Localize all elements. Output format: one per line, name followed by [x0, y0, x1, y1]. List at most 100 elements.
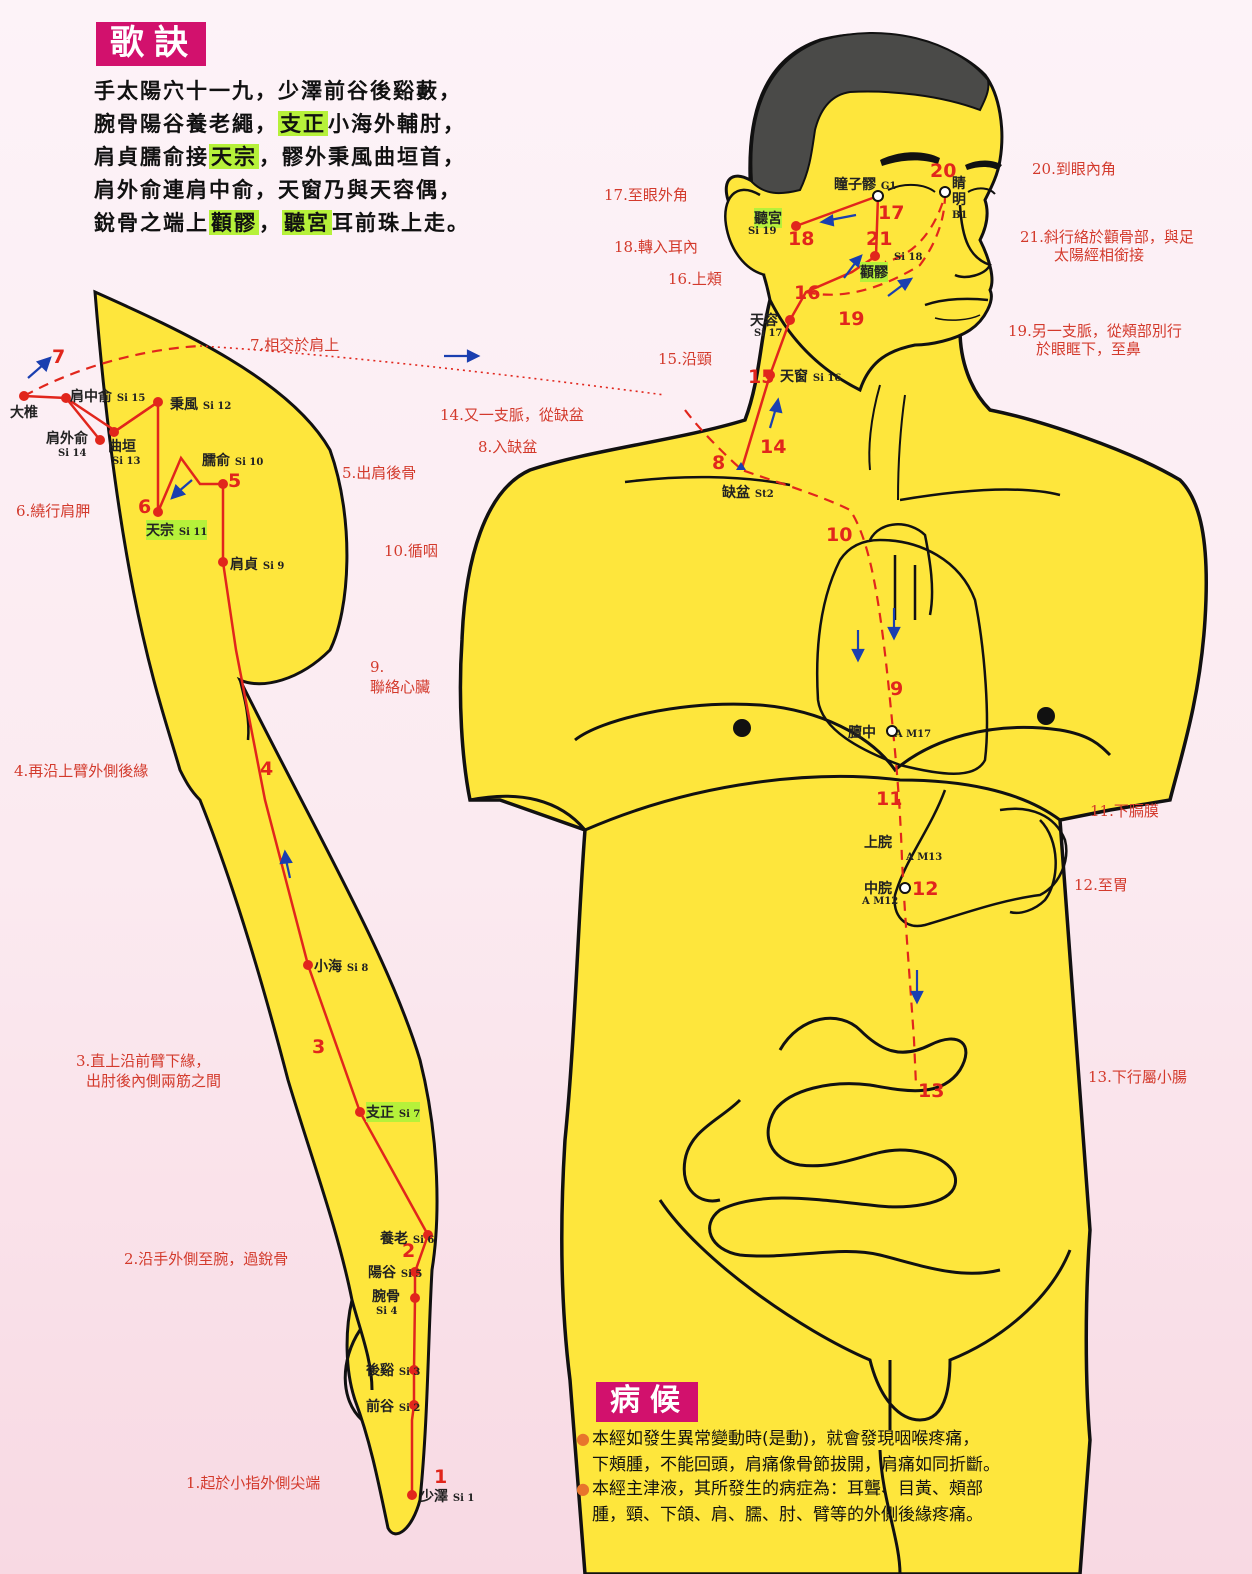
- point-si10: 臑俞 Si 10: [202, 450, 263, 470]
- symptoms-line-4: 腫，頸、下頜、肩、臑、肘、臂等的外側後緣疼痛。: [592, 1502, 983, 1528]
- point-si3: 後谿 Si 3: [366, 1360, 420, 1380]
- step-number: 13: [918, 1080, 944, 1102]
- point-si8: 小海 Si 8: [314, 956, 368, 976]
- point-dazhui: 大椎: [10, 402, 38, 422]
- step-number: 1: [434, 1466, 447, 1488]
- point-si18-code: Si 18: [894, 252, 922, 263]
- symptoms-line-3: ●本經主津液，其所發生的病症為：耳聾、目黃、頰部: [576, 1476, 983, 1502]
- note-8: 8.入缺盆: [478, 436, 537, 457]
- verse-text: 手太陽穴十一九，少澤前谷後谿藪，: [94, 78, 462, 103]
- note-4: 4.再沿上臂外側後緣: [14, 760, 148, 781]
- verse-title: 歌訣: [96, 22, 206, 66]
- bullet-icon: ●: [576, 1479, 590, 1498]
- point-si17-code: Si 17: [754, 328, 782, 339]
- point-si19-code: Si 19: [748, 226, 776, 237]
- point-quepen: 缺盆 St2: [722, 482, 774, 502]
- point-zhongwan-code: A M12: [862, 896, 898, 907]
- point-jingming-code: B1: [952, 210, 967, 221]
- note-10: 10.循咽: [384, 540, 438, 561]
- point-si13-code: Si 13: [112, 456, 140, 467]
- point-si4-code: Si 4: [376, 1306, 397, 1317]
- verse-line: 手太陽穴十一九，少澤前谷後谿藪，: [94, 74, 462, 107]
- verse-line: 腕骨陽谷養老繩，支正小海外輔肘，: [94, 107, 466, 140]
- note-12: 12.至胃: [1074, 874, 1128, 895]
- point-si14-code: Si 14: [58, 448, 86, 459]
- point-si13-name: 曲垣: [108, 436, 136, 456]
- point-si15: 肩中俞 Si 15: [70, 386, 145, 406]
- point-si9: 肩貞 Si 9: [230, 554, 284, 574]
- step-number: 18: [788, 228, 814, 250]
- point-danzhong: 膻中 A M17: [848, 722, 931, 742]
- note-13: 13.下行屬小腸: [1088, 1066, 1187, 1087]
- note-3a: 3.直上沿前臂下緣，: [76, 1050, 210, 1071]
- point-shangwan-name: 上脘: [864, 832, 892, 852]
- note-20: 20.到眼內角: [1032, 158, 1116, 179]
- verse-text: 肩貞臑俞接: [94, 144, 209, 169]
- verse-highlight: 聽宮: [282, 210, 332, 235]
- verse-highlight: 顴髎: [209, 210, 259, 235]
- point-si12: 秉風 Si 12: [170, 394, 231, 414]
- verse-line: 銳骨之端上顴髎，聽宮耳前珠上走。: [94, 206, 470, 239]
- note-1: 1.起於小指外側尖端: [186, 1472, 320, 1493]
- point-shangwan-code: A M13: [906, 852, 942, 863]
- point-si4-name: 腕骨: [372, 1286, 400, 1306]
- step-number: 3: [312, 1036, 325, 1058]
- verse-text: 肩外俞連肩中俞，天窗乃與天容偶，: [94, 177, 462, 202]
- point-si6: 養老 Si 6: [380, 1228, 434, 1248]
- note-6: 6.繞行肩胛: [16, 500, 90, 521]
- point-si17-name: 天容: [750, 310, 778, 330]
- step-number: 12: [912, 878, 938, 900]
- point-si18-name: 顴髎: [860, 262, 888, 282]
- symptoms-title: 病候: [596, 1382, 698, 1422]
- bullet-icon: ●: [576, 1429, 590, 1448]
- verse-text: 耳前珠上走。: [332, 210, 470, 235]
- symptoms-line-1: ●本經如發生異常變動時(是動)，就會發現咽喉疼痛，: [576, 1426, 979, 1452]
- note-19b: 於眼眶下，至鼻: [1036, 338, 1141, 359]
- step-number: 14: [760, 436, 786, 458]
- note-21b: 太陽經相銜接: [1054, 244, 1144, 265]
- note-16: 16.上頰: [668, 268, 722, 289]
- nipple-right: [733, 719, 751, 737]
- note-18: 18.轉入耳內: [614, 236, 698, 257]
- verse-text: 小海外輔肘，: [328, 111, 466, 136]
- note-3b: 出肘後內側兩筋之間: [86, 1070, 221, 1091]
- verse-text: ，: [259, 210, 282, 235]
- note-11: 11.下膈膜: [1090, 800, 1159, 821]
- note-2: 2.沿手外側至腕，過銳骨: [124, 1248, 288, 1269]
- step-number: 5: [228, 470, 241, 492]
- step-number: 11: [876, 788, 902, 810]
- verse-text: 銳骨之端上: [94, 210, 209, 235]
- verse-line: 肩貞臑俞接天宗，髎外秉風曲垣首，: [94, 140, 466, 173]
- step-number: 9: [890, 678, 903, 700]
- step-number: 7: [52, 346, 65, 368]
- step-number: 19: [838, 308, 864, 330]
- note-17: 17.至眼外角: [604, 184, 688, 205]
- step-number: 8: [712, 452, 725, 474]
- verse-highlight: 天宗: [209, 144, 259, 169]
- point-si11: 天宗 Si 11: [146, 520, 207, 540]
- step-number: 21: [866, 228, 892, 250]
- point-si14-name: 肩外俞: [46, 428, 88, 448]
- point-si16: 天窗 Si 16: [780, 366, 841, 386]
- point-tongziliao: 瞳子髎 G1: [834, 174, 896, 194]
- point-jingming: 睛明: [952, 176, 968, 208]
- note-9b: 聯絡心臟: [370, 676, 430, 697]
- note-7: 7.相交於肩上: [250, 334, 339, 355]
- step-number: 10: [826, 524, 852, 546]
- verse-text: 腕骨陽谷養老繩，: [94, 111, 278, 136]
- point-si5: 陽谷 Si 5: [368, 1262, 422, 1282]
- point-si2: 前谷 Si 2: [366, 1396, 420, 1416]
- step-number: 15: [748, 366, 774, 388]
- step-number: 17: [878, 202, 904, 224]
- step-number: 16: [794, 282, 820, 304]
- step-number: 4: [260, 758, 273, 780]
- point-zhongwan-name: 中脘: [864, 878, 892, 898]
- verse-text: ，髎外秉風曲垣首，: [259, 144, 466, 169]
- note-15: 15.沿頸: [658, 348, 712, 369]
- torso-silhouette: [460, 300, 1206, 1574]
- point-si19-name: 聽宮: [754, 208, 782, 228]
- note-14: 14.又一支脈，從缺盆: [440, 404, 584, 425]
- symptoms-line-2: 下頰腫，不能回頭，肩痛像骨節拔開，肩痛如同折斷。: [592, 1452, 1000, 1478]
- verse-line: 肩外俞連肩中俞，天窗乃與天容偶，: [94, 173, 462, 206]
